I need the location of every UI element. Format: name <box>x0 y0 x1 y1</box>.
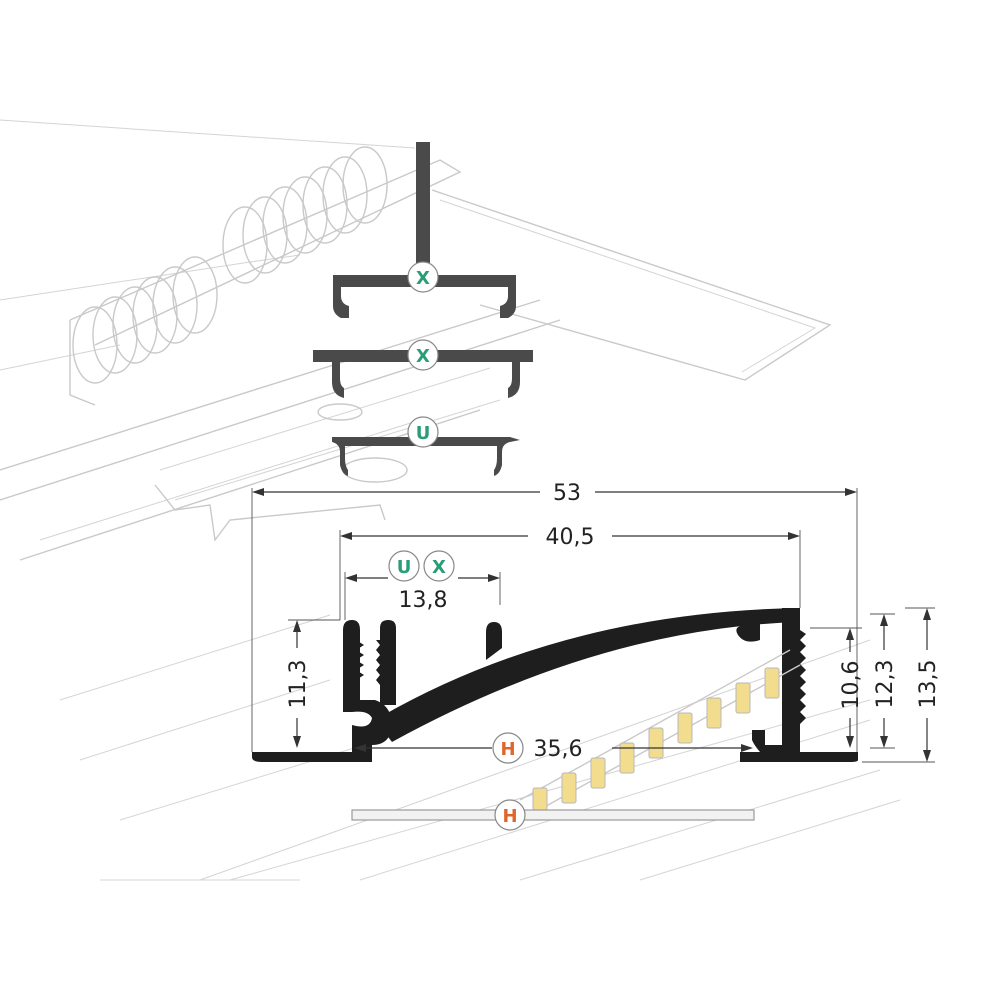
badge-h-strip-width: H <box>492 732 524 764</box>
svg-text:U: U <box>397 557 412 578</box>
right-mid-height-label: 12,3 <box>873 660 898 709</box>
dimension-lines <box>251 488 935 763</box>
badge-h-led-bar: H <box>494 799 526 831</box>
right-total-height-label: 13,5 <box>916 660 941 709</box>
led-strip-bar <box>351 809 755 821</box>
right-inner-height-label: 10,6 <box>839 661 864 710</box>
led-chips <box>532 667 780 811</box>
slot-width-label: 13,8 <box>399 588 448 613</box>
svg-text:H: H <box>502 806 517 827</box>
cover-x-middle <box>313 350 533 398</box>
aluminium-profile <box>252 608 858 762</box>
inner-width-label: 40,5 <box>546 525 595 550</box>
svg-text:X: X <box>416 346 430 367</box>
svg-text:X: X <box>432 557 446 578</box>
led-strip <box>519 649 801 816</box>
left-height-label: 11,3 <box>286 660 311 709</box>
badge-x-top: X <box>407 261 439 293</box>
mounting-bar <box>416 142 430 282</box>
svg-text:H: H <box>500 739 515 760</box>
badge-u-slot: U <box>388 550 420 582</box>
badge-x-middle: X <box>407 339 439 371</box>
overall-width-label: 53 <box>553 481 581 506</box>
cover-x-shape <box>313 350 533 398</box>
background-installation-sketch <box>0 119 901 881</box>
cover-x-shape <box>333 275 516 318</box>
strip-width-label: 35,6 <box>534 737 583 762</box>
dimension-labels: 53 40,5 13,8 35,6 11,3 10,6 12,3 13,5 <box>286 481 941 762</box>
svg-text:U: U <box>416 423 431 444</box>
badge-x-slot: X <box>423 550 455 582</box>
badge-u-cover: U <box>407 416 439 448</box>
cover-x-top <box>333 142 516 318</box>
svg-text:X: X <box>416 268 430 289</box>
